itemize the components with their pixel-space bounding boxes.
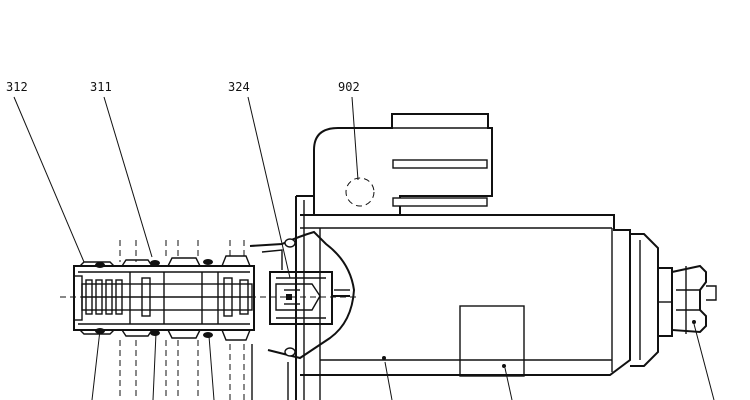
leader-line-311 <box>103 96 153 258</box>
nameplate <box>459 305 525 377</box>
solenoid-coil-body <box>295 195 631 400</box>
leader-line-lower-4 <box>384 361 393 400</box>
seal-bottom-1 <box>95 328 105 334</box>
seal-top-1 <box>95 262 105 268</box>
solenoid-connector-housing <box>313 113 493 216</box>
callout-label-312: 312 <box>6 80 28 94</box>
seal-top-2 <box>150 260 160 266</box>
leader-line-lower-6 <box>693 323 715 400</box>
seal-bottom-3 <box>203 332 213 338</box>
leader-line-lower-1 <box>91 329 101 400</box>
seal-top-3 <box>203 259 213 265</box>
locknut-assembly <box>630 233 717 367</box>
connector-slot-lower <box>392 197 488 207</box>
port-hidden-lines-top <box>119 240 245 262</box>
hidden-screw-902 <box>345 177 375 207</box>
plunger <box>275 283 321 311</box>
leader-line-lower-5 <box>504 367 513 400</box>
callout-label-902: 902 <box>338 80 360 94</box>
leader-line-lower-2 <box>152 332 157 400</box>
port-hidden-lines <box>119 340 289 400</box>
callout-dot-b <box>502 364 506 368</box>
connector-slot-upper <box>392 159 488 169</box>
leader-line-902 <box>351 96 359 181</box>
callout-label-324: 324 <box>228 80 250 94</box>
leader-lines <box>13 96 715 400</box>
leader-line-lower-3 <box>208 335 215 400</box>
adjusting-screw <box>671 264 707 334</box>
seal-bottom-2 <box>150 330 160 336</box>
o-ring-lower <box>284 347 296 357</box>
o-ring-upper <box>284 238 296 248</box>
plunger-assembly <box>269 271 350 325</box>
spool-cartridge <box>73 255 255 341</box>
leader-line-312 <box>13 96 85 263</box>
callout-label-311: 311 <box>90 80 112 94</box>
callout-dot-c <box>692 320 696 324</box>
callout-dot-a <box>382 356 386 360</box>
leader-line-324 <box>247 96 291 279</box>
valve-body-transition <box>249 230 356 360</box>
